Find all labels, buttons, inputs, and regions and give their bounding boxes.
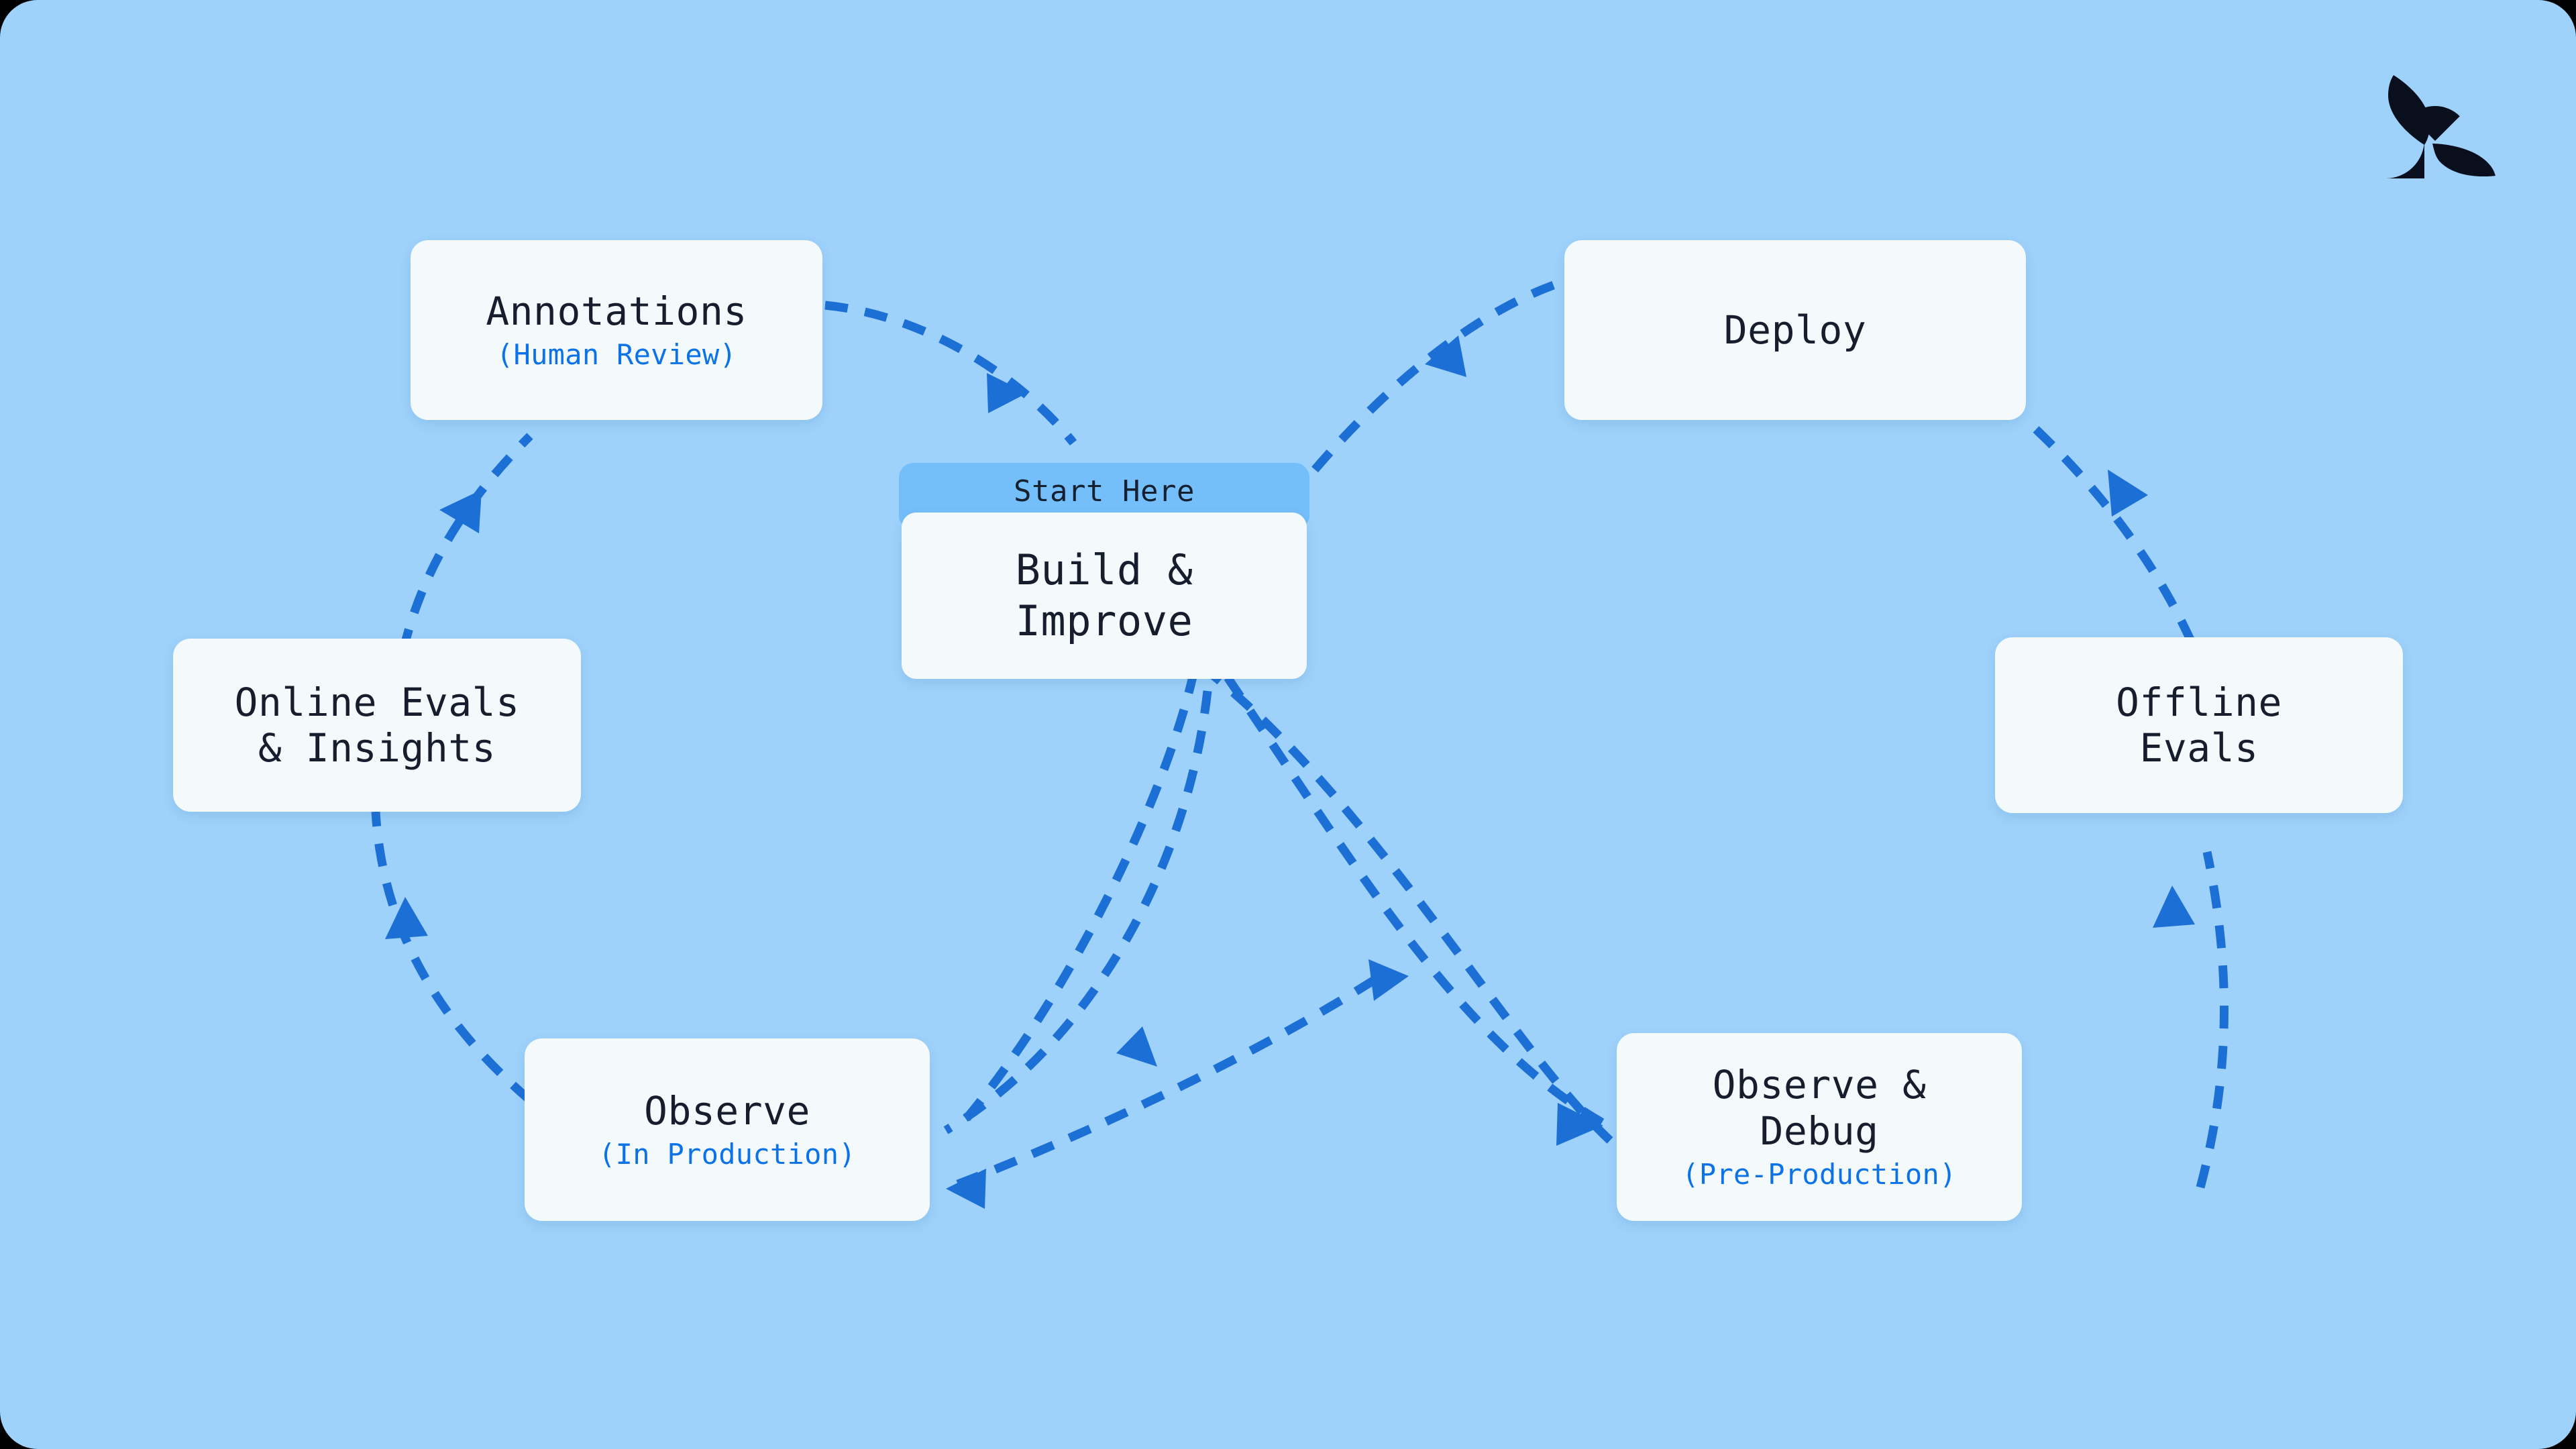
arrowhead-build-to-deploy <box>1425 335 1466 377</box>
node-online-evals-title: Online Evals & Insights <box>234 679 520 771</box>
arrowhead-online-to-annotations <box>439 490 482 533</box>
arrowhead-into-observe <box>946 1169 986 1209</box>
node-annotations[interactable]: Annotations (Human Review) <box>411 240 822 420</box>
node-observe-title: Observe <box>644 1087 810 1134</box>
edge-build-to-observedebug <box>1224 675 1613 1131</box>
arrowhead-build-to-observe <box>1116 1026 1157 1067</box>
edge-annotations-to-build <box>824 301 1077 446</box>
node-offline-evals[interactable]: Offline Evals <box>1995 637 2403 813</box>
arrowhead-build-to-observedebug <box>1556 1103 1603 1146</box>
edge-observe-to-online <box>371 811 533 1104</box>
edge-observedebug-tail-to-observe <box>944 975 1378 1193</box>
node-observe-debug[interactable]: Observe & Debug (Pre-Production) <box>1617 1033 2022 1221</box>
arrowhead-annotations-to-build <box>987 373 1027 413</box>
edge-deploy-to-offline <box>2033 426 2208 673</box>
node-observe-debug-title: Observe & Debug <box>1712 1062 1927 1154</box>
node-build-improve-wrapper[interactable]: Start Here Build & Improve <box>899 463 1309 679</box>
node-build-improve[interactable]: Build & Improve <box>902 513 1307 679</box>
node-offline-evals-title: Offline Evals <box>2116 679 2282 771</box>
arrowhead-observedebug-to-build <box>1368 959 1409 1001</box>
node-online-evals[interactable]: Online Evals & Insights <box>173 639 581 812</box>
node-annotations-title: Annotations <box>486 288 747 334</box>
node-build-improve-title: Build & Improve <box>1015 545 1193 645</box>
edge-offline-to-observedebug <box>2196 851 2229 1189</box>
node-observe[interactable]: Observe (In Production) <box>525 1038 930 1221</box>
braintrust-logo-icon <box>2385 75 2496 178</box>
arrowhead-offline-to-observedebug <box>2153 885 2195 928</box>
node-deploy-title: Deploy <box>1723 307 1867 353</box>
arrowhead-deploy-to-offline <box>2108 470 2148 517</box>
braintrust-logo <box>2368 74 2496 181</box>
node-observe-subtitle: (In Production) <box>598 1138 856 1171</box>
edge-build-to-observe <box>956 669 1199 1130</box>
node-deploy[interactable]: Deploy <box>1564 240 2026 420</box>
node-annotations-subtitle: (Human Review) <box>496 338 737 372</box>
node-observe-debug-subtitle: (Pre-Production) <box>1682 1158 1957 1191</box>
edge-observedebug-to-build <box>1204 667 1613 1144</box>
edge-to-observe-tail <box>943 690 1212 1134</box>
edge-build-to-deploy <box>1311 277 1565 473</box>
start-here-label: Start Here <box>1014 474 1195 508</box>
arrowhead-observe-to-online <box>385 897 428 939</box>
